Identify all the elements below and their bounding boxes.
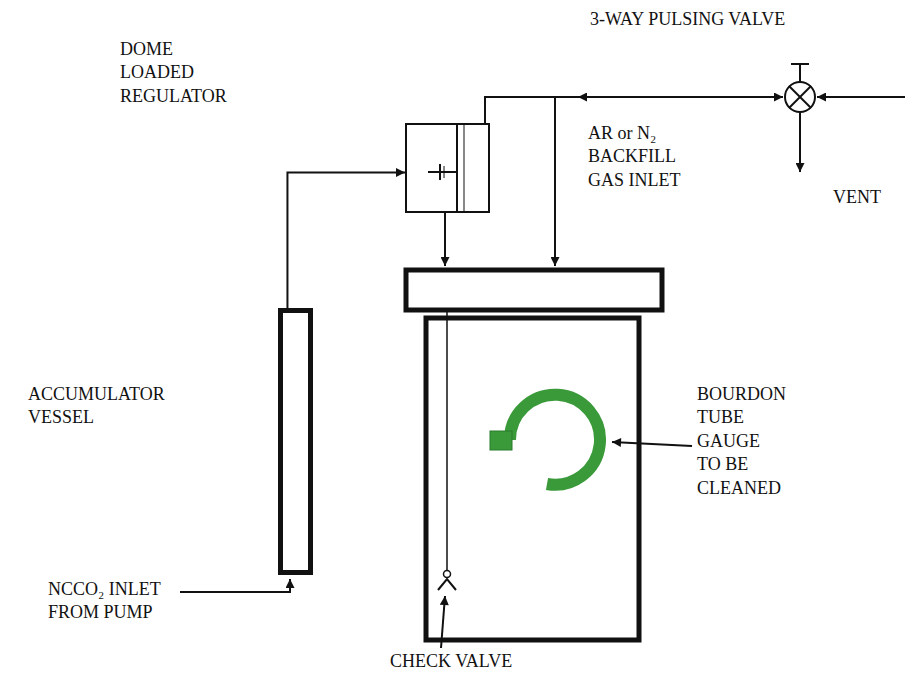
- inlet-label: NCCO₂ INLET FROM PUMP: [48, 578, 169, 625]
- check-valve: [438, 579, 456, 590]
- valve-cross: [789, 86, 811, 108]
- leader-line: [612, 442, 692, 446]
- valve-stem: [799, 64, 801, 82]
- vent-label: VENT: [833, 186, 881, 209]
- gas-inlet-label: AR or N₂ BACKFILL GAS INLET: [588, 122, 683, 192]
- vessel-lid: [406, 270, 662, 310]
- bourdon-tube: [510, 395, 600, 485]
- valve-handle: [791, 63, 809, 65]
- gauge-socket: [490, 431, 512, 450]
- gas-line: [485, 97, 783, 123]
- cleaning-vessel: [426, 318, 639, 640]
- part-label: ACCUMULATOR VESSEL: [28, 383, 165, 430]
- check-valve-label: CHECK VALVE: [390, 650, 512, 673]
- pulsing-valve: [785, 82, 815, 112]
- diaphragm: [428, 171, 457, 173]
- regulator-stem: [464, 125, 465, 211]
- backfill-line: [554, 97, 556, 266]
- supply-line: [817, 96, 905, 98]
- check-valve: [444, 571, 451, 578]
- supply-line: [287, 173, 405, 309]
- diaphragm: [444, 166, 445, 178]
- vessel-box: ACCUMULATOR VESSEL: [278, 308, 313, 575]
- diaphragm: [439, 164, 441, 180]
- leader-line: [441, 596, 445, 648]
- part-label: DOME LOADED REGULATOR: [120, 38, 227, 108]
- gas-line-arrow: [578, 96, 600, 98]
- regulator-box: DOME LOADED REGULATOR: [405, 123, 490, 213]
- regulator-stem: [456, 125, 458, 211]
- outlet-line: [444, 213, 446, 266]
- gauge-label: BOURDON TUBE GAUGE TO BE CLEANED: [697, 383, 787, 500]
- valve-cross: [789, 86, 811, 108]
- dip-tube: [446, 312, 448, 570]
- valve-label: 3-WAY PULSING VALVE: [590, 8, 785, 31]
- vent-line: [799, 112, 801, 172]
- inlet-line: [180, 579, 290, 592]
